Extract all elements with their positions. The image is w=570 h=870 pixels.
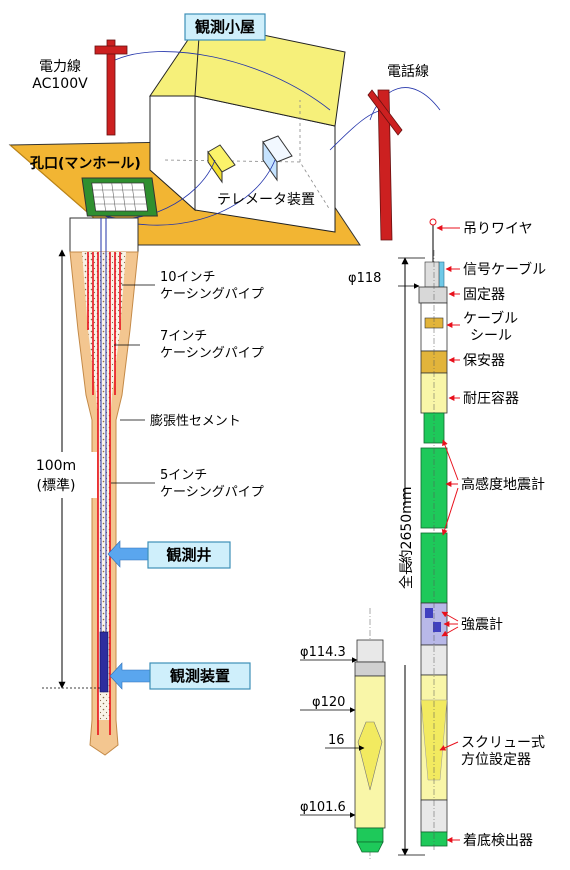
telemeter-equipment xyxy=(207,135,293,184)
dia-114-label: φ114.3 xyxy=(300,645,346,660)
well-label-box xyxy=(147,541,231,569)
device-label: 観測装置 xyxy=(170,667,230,685)
cable-seal-label-1: ケーブル xyxy=(463,310,518,327)
casing-5-label-1: 5インチ xyxy=(160,468,207,483)
depth-standard: (標準) xyxy=(37,478,76,494)
signal-cable-label: 信号ケーブル xyxy=(463,261,546,278)
device-in-well xyxy=(99,631,109,693)
total-length-label: 全長 xyxy=(398,561,415,589)
power-line-label: 電力線 xyxy=(39,59,81,75)
observation-hut xyxy=(149,21,346,233)
casing-10-label-2: ケーシングパイプ xyxy=(160,287,264,302)
manhole-label: 孔口(マンホール) xyxy=(30,156,141,172)
dia-120-label: φ120 xyxy=(312,695,345,710)
bottom-detector-label: 着底検出器 xyxy=(463,833,533,849)
depth-label: 100m xyxy=(36,458,76,474)
hut-label: 観測小屋 xyxy=(195,18,255,36)
telemeter-label: テレメータ装置 xyxy=(217,192,315,208)
pressure-vessel-label: 耐圧容器 xyxy=(463,390,519,407)
casing-7-label-2: ケーシングパイプ xyxy=(160,346,264,361)
dia-118-label: φ118 xyxy=(348,271,381,286)
phone-line-label: 電話線 xyxy=(387,63,429,80)
well-label: 観測井 xyxy=(166,546,211,564)
dia-101-label: φ101.6 xyxy=(300,800,346,815)
hut-label-box xyxy=(184,13,266,41)
screw-label-2: 方位設定器 xyxy=(461,752,531,768)
fixer-label: 固定器 xyxy=(463,287,505,303)
capsule-detail xyxy=(354,608,386,860)
cable-seal-label-2: シール xyxy=(470,328,512,344)
dim-16-label: 16 xyxy=(328,733,345,748)
strong-motion-label: 強震計 xyxy=(461,617,503,633)
power-line-voltage: AC100V xyxy=(32,76,88,92)
hs-seismometer-label: 高感度地震計 xyxy=(461,476,545,493)
well-arrow xyxy=(107,540,149,568)
manhole xyxy=(69,177,158,253)
device-arrow xyxy=(109,662,151,690)
capsule-dimensions xyxy=(300,657,365,818)
cement-label: 膨張性セメント xyxy=(150,414,241,429)
protector-label: 保安器 xyxy=(463,353,505,369)
instrument-leaders xyxy=(436,225,460,843)
length-value-label: 約2650mm xyxy=(399,487,415,564)
casing-10-label-1: 10インチ xyxy=(160,270,216,285)
instrument-full xyxy=(418,218,448,850)
phone-pole xyxy=(367,89,403,241)
casing-7-label-1: 7インチ xyxy=(160,329,207,344)
casing-pipes xyxy=(87,218,121,735)
length-dimension xyxy=(393,257,425,856)
device-label-box xyxy=(149,662,251,690)
screw-label-1: スクリュー式 xyxy=(461,735,545,751)
casing-leaders xyxy=(111,284,155,484)
depth-dimension xyxy=(15,249,100,689)
casing-5-label-2: ケーシングパイプ xyxy=(160,485,264,500)
power-pole xyxy=(94,39,128,136)
hang-wire-label: 吊りワイヤ xyxy=(463,221,533,237)
